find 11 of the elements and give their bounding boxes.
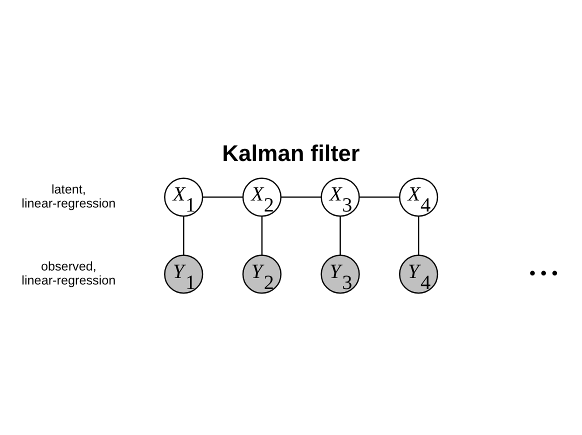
label: latent, linear-regression (22, 182, 116, 210)
connector (183, 216, 184, 255)
connector (418, 216, 420, 255)
connector (340, 216, 341, 255)
label: observed, linear-regression (22, 258, 116, 287)
label: • • • (529, 262, 558, 282)
connector (280, 196, 322, 198)
connector (261, 216, 263, 255)
diagram-title: Kalman filter (222, 140, 360, 166)
connector (202, 196, 243, 198)
connector (359, 196, 400, 198)
